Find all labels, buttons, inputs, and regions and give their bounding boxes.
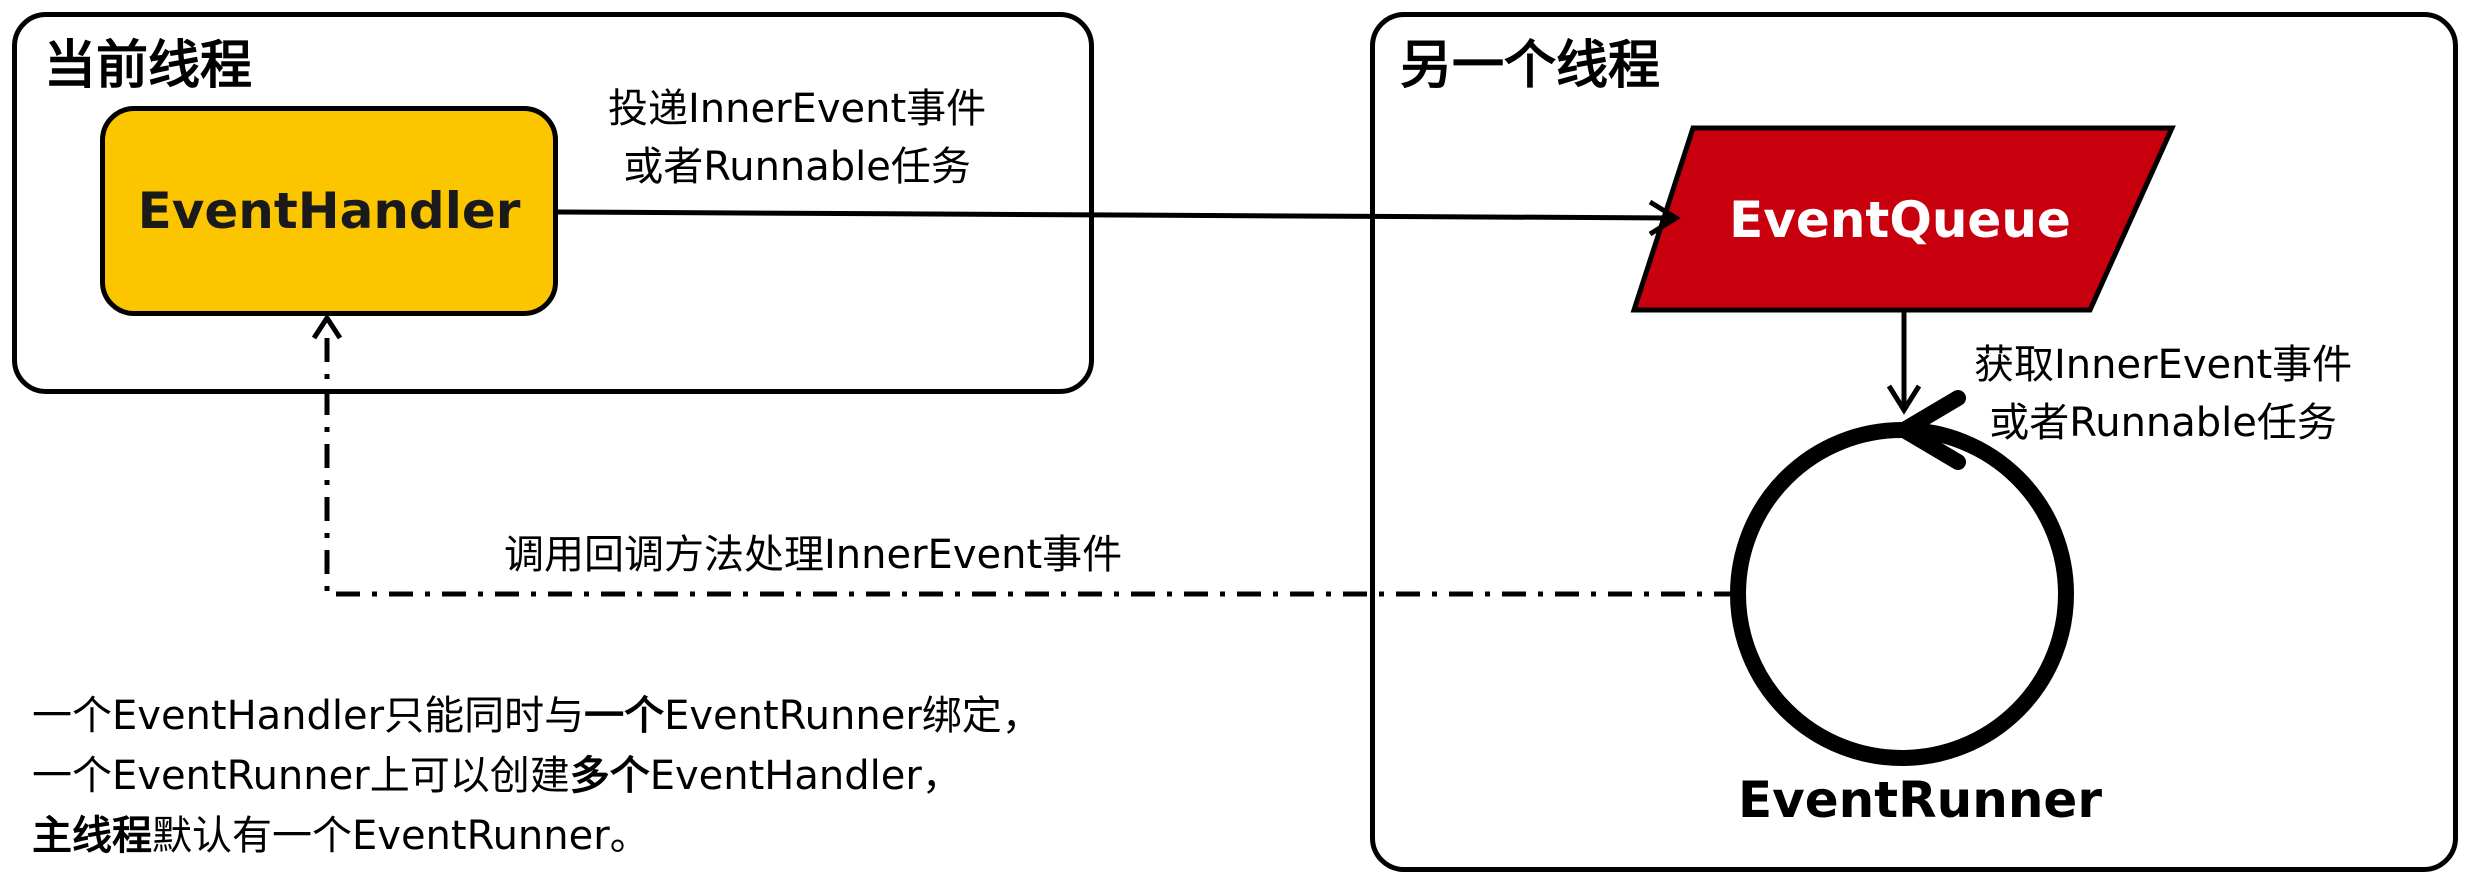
post-event-label: 投递InnerEvent事件 或者Runnable任务 xyxy=(608,80,986,196)
fetch-event-label-line1: 获取InnerEvent事件 xyxy=(1974,342,2353,388)
summary-note: 一个EventHandler只能同时与一个EventRunner绑定， 一个Ev… xyxy=(32,686,1042,866)
event-handler-label: EventHandler xyxy=(137,182,521,240)
post-event-arrowhead xyxy=(1648,199,1681,237)
summary-line-2: 一个EventRunner上可以创建多个EventHandler， xyxy=(32,746,1042,806)
summary-line-2-part-a: 一个EventRunner上可以创建 xyxy=(32,753,570,799)
summary-line-3: 主线程默认有一个EventRunner。 xyxy=(32,806,1042,866)
post-event-label-line2: 或者Runnable任务 xyxy=(623,144,971,190)
other-thread-title: 另一个线程 xyxy=(1400,36,1661,96)
event-queue-label: EventQueue xyxy=(1729,191,2071,249)
summary-line-1: 一个EventHandler只能同时与一个EventRunner绑定， xyxy=(32,686,1042,746)
summary-line-1-part-b: EventHandler只能同时与 xyxy=(112,693,585,739)
fetch-event-label: 获取InnerEvent事件 或者Runnable任务 xyxy=(1974,336,2352,452)
callback-label: 调用回调方法处理InnerEvent事件 xyxy=(504,532,1123,578)
loop-direction-arrowhead xyxy=(1888,390,1966,470)
current-thread-title: 当前线程 xyxy=(44,36,253,96)
event-runner-label: EventRunner xyxy=(1737,771,2102,829)
fetch-event-arrowhead xyxy=(1886,384,1922,415)
event-queue-parallelogram xyxy=(1630,125,2176,313)
post-event-arrow-line xyxy=(557,209,1677,221)
summary-line-1-emphasis: 一个 xyxy=(584,693,665,739)
summary-line-1-part-a: 一个 xyxy=(32,693,112,739)
summary-line-3-emphasis: 主线程 xyxy=(32,813,152,859)
event-runner-loop xyxy=(1730,422,2074,766)
callback-arrowhead xyxy=(311,313,343,340)
post-event-label-line1: 投递InnerEvent事件 xyxy=(608,86,987,132)
summary-line-1-part-d: EventRunner绑定， xyxy=(664,693,1042,739)
event-handler-node: EventHandler xyxy=(100,106,558,316)
summary-line-2-emphasis: 多个 xyxy=(569,753,650,799)
summary-line-3-part-b: 默认有一个EventRunner。 xyxy=(152,813,650,859)
summary-line-2-part-c: EventHandler， xyxy=(649,753,962,799)
fetch-event-label-line2: 或者Runnable任务 xyxy=(1989,400,2337,446)
